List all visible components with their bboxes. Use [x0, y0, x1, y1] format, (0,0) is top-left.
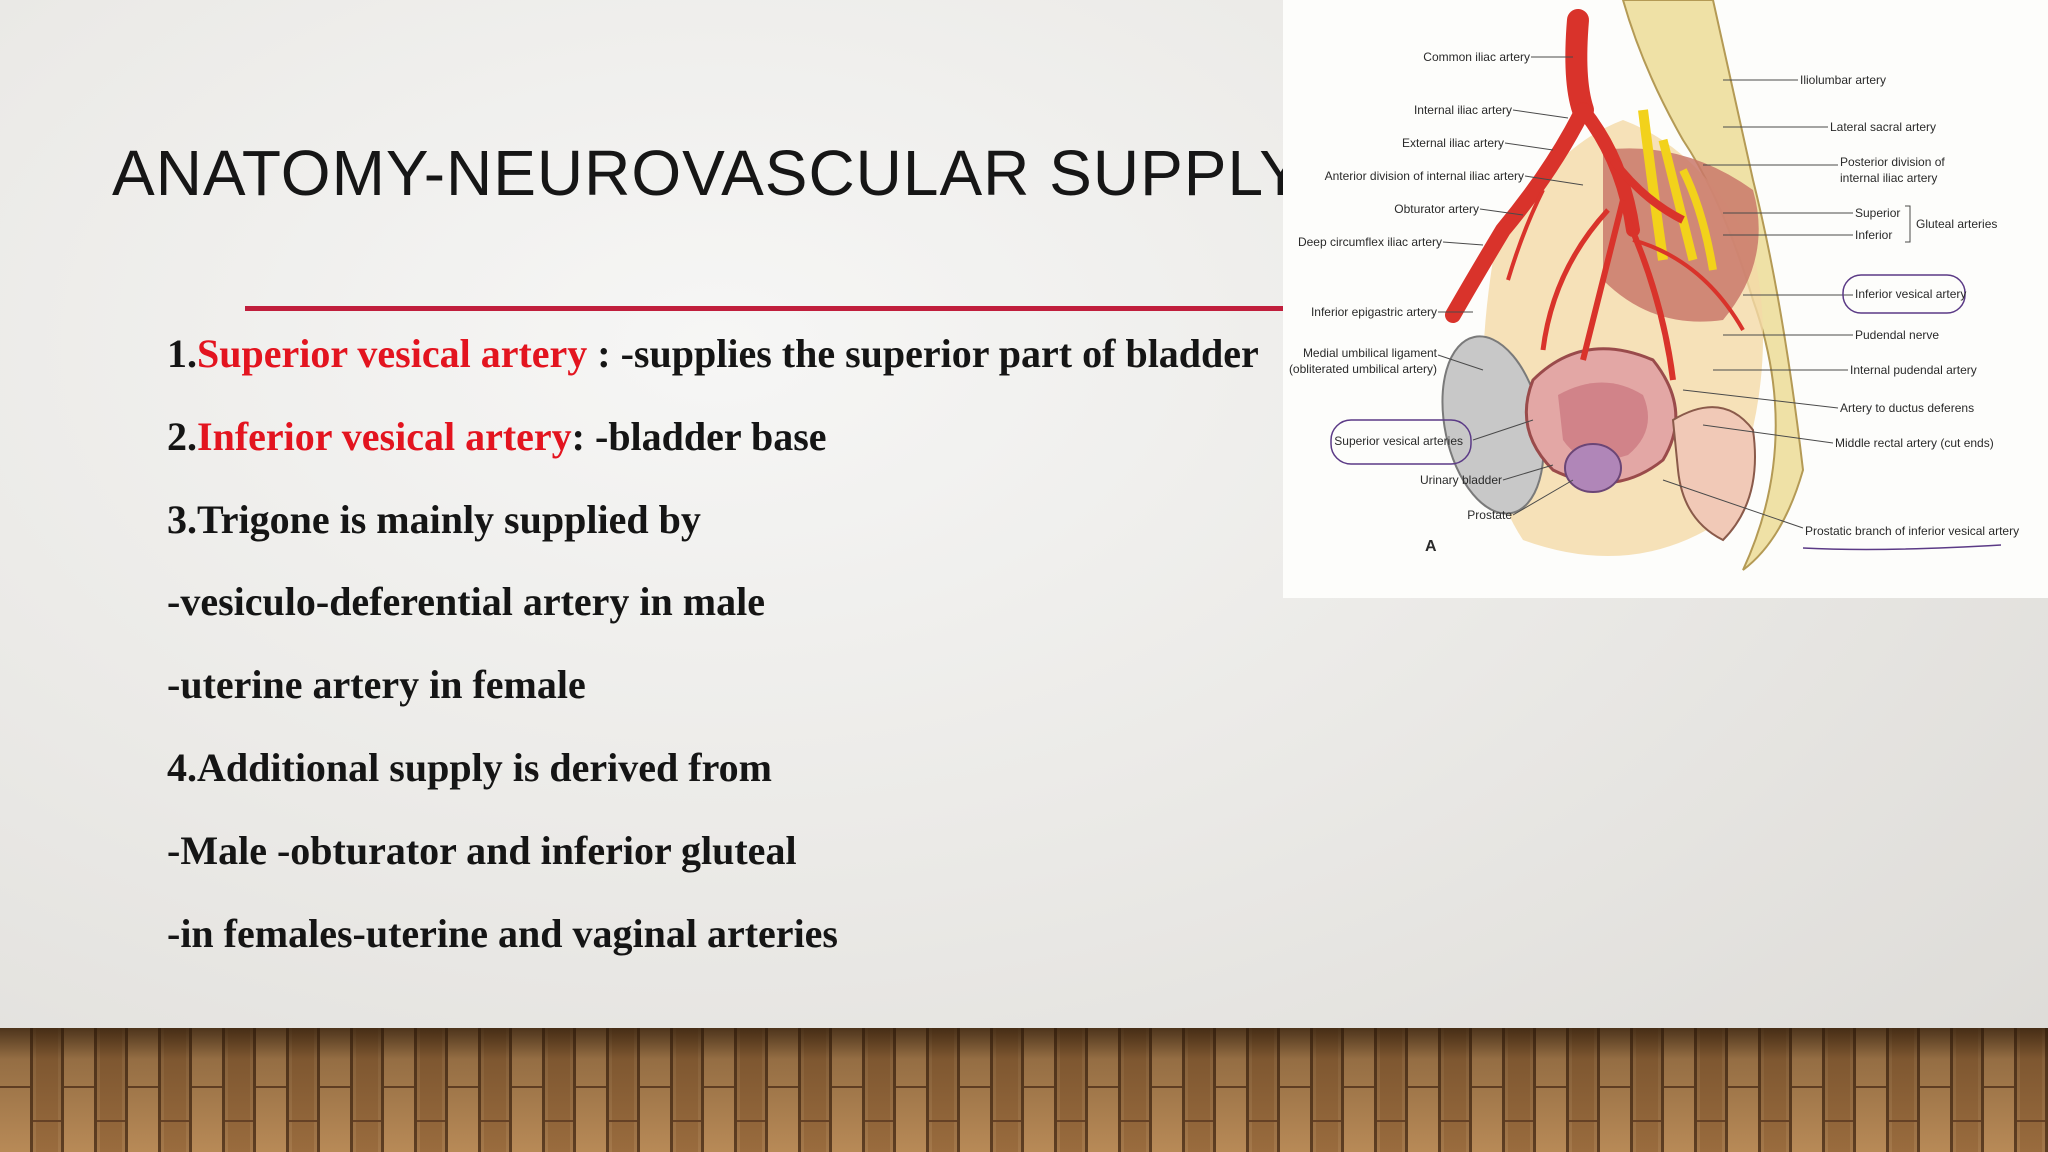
anatomy-diagram: Common iliac artery Internal iliac arter… — [1283, 0, 2048, 598]
label-obliterated-umbilical: (obliterated umbilical artery) — [1289, 362, 1437, 376]
label-internal-iliac: Internal iliac artery — [1414, 103, 1512, 117]
label-prostatic-branch: Prostatic branch of inferior vesical art… — [1805, 524, 2019, 538]
label-common-iliac: Common iliac artery — [1423, 50, 1530, 64]
label-pudendal-nerve: Pudendal nerve — [1855, 328, 1939, 342]
bullet-female-trigone: -uterine artery in female — [167, 662, 586, 707]
bullet-highlight: Superior vesical artery — [197, 331, 588, 376]
bullet-trigone: 3.Trigone is mainly supplied by — [167, 497, 701, 542]
label-middle-rectal: Middle rectal artery (cut ends) — [1835, 436, 1994, 450]
bullet-superior-vesical: 1.Superior vesical artery : -supplies th… — [167, 330, 1259, 377]
label-prostate: Prostate — [1467, 508, 1512, 522]
label-inferior-epigastric: Inferior epigastric artery — [1311, 305, 1437, 319]
label-iliolumbar: Iliolumbar artery — [1800, 73, 1886, 87]
bullet-prefix: 1. — [167, 331, 197, 376]
bullet-female-additional: -in females-uterine and vaginal arteries — [167, 911, 838, 956]
label-gluteal-arteries: Gluteal arteries — [1916, 217, 1997, 231]
figure-panel-letter: A — [1425, 538, 1437, 555]
label-anterior-division: Anterior division of internal iliac arte… — [1325, 169, 1524, 183]
label-posterior-division-2: internal iliac artery — [1840, 171, 1937, 185]
pelvic-vasculature-illustration: Common iliac artery Internal iliac arter… — [1289, 0, 2019, 571]
label-lateral-sacral: Lateral sacral artery — [1830, 120, 1936, 134]
label-ductus-deferens: Artery to ductus deferens — [1840, 401, 1974, 415]
label-obturator: Obturator artery — [1394, 202, 1479, 216]
label-external-iliac: External iliac artery — [1402, 136, 1504, 150]
label-inferior-vesical: Inferior vesical artery — [1855, 287, 1966, 301]
label-superior-gluteal: Superior — [1855, 206, 1900, 220]
slide-title: ANATOMY-NEUROVASCULAR SUPPLY — [112, 137, 1303, 209]
title-underline — [245, 306, 1285, 311]
bullet-prefix: 2. — [167, 414, 197, 459]
label-medial-umbilical: Medial umbilical ligament — [1303, 346, 1438, 360]
bullet-text: : -supplies the superior part of bladder — [587, 331, 1259, 376]
bullet-text: : -bladder base — [571, 414, 827, 459]
label-deep-circumflex: Deep circumflex iliac artery — [1298, 235, 1442, 249]
label-superior-vesical: Superior vesical arteries — [1334, 434, 1463, 448]
bullet-highlight: Inferior vesical artery — [197, 414, 572, 459]
wood-floor-decoration — [0, 1028, 2048, 1152]
bullet-list: 1.Superior vesical artery : -supplies th… — [167, 322, 1287, 962]
bullet-male-additional: -Male -obturator and inferior gluteal — [167, 828, 797, 873]
label-posterior-division: Posterior division of — [1840, 155, 1945, 169]
bullet-inferior-vesical: 2.Inferior vesical artery: -bladder base — [167, 413, 827, 460]
bullet-additional: 4.Additional supply is derived from — [167, 745, 772, 790]
label-urinary-bladder: Urinary bladder — [1420, 473, 1502, 487]
bullet-male-trigone: -vesiculo-deferential artery in male — [167, 579, 765, 624]
label-inferior-gluteal: Inferior — [1855, 228, 1892, 242]
label-internal-pudendal: Internal pudendal artery — [1850, 363, 1977, 377]
